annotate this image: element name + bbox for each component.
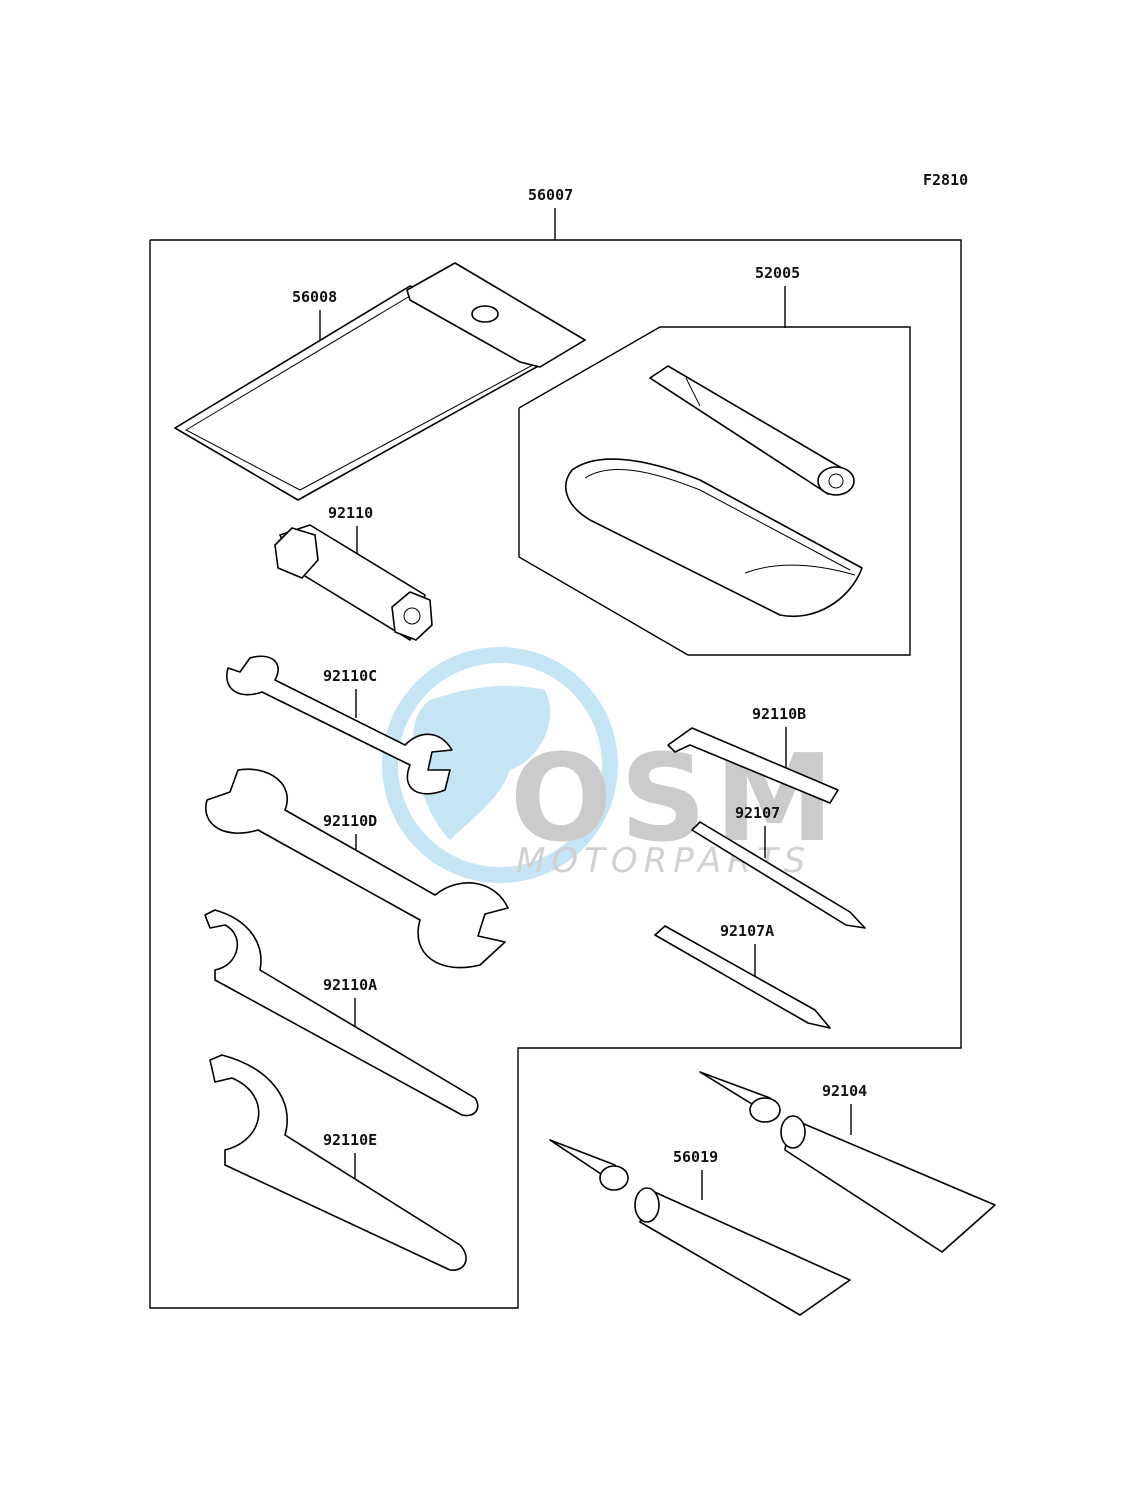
label-92110B: 92110B bbox=[752, 705, 806, 723]
grease-tube-56019 bbox=[549, 1139, 851, 1316]
label-52005: 52005 bbox=[755, 264, 800, 282]
label-92110D: 92110D bbox=[323, 812, 377, 830]
label-56019: 56019 bbox=[673, 1148, 718, 1166]
open-wrench-large bbox=[205, 768, 509, 969]
label-92110: 92110 bbox=[328, 504, 373, 522]
watermark-globe-ring bbox=[382, 647, 618, 883]
open-wrench-small bbox=[226, 655, 453, 795]
tool-pouch bbox=[174, 262, 586, 501]
label-92110E: 92110E bbox=[323, 1131, 377, 1149]
assembly-number: 56007 bbox=[528, 186, 573, 204]
hex-key bbox=[667, 727, 839, 804]
figure-code: F2810 bbox=[923, 171, 968, 189]
assembly-frame bbox=[149, 239, 962, 1309]
small-bag bbox=[564, 458, 863, 618]
label-56008: 56008 bbox=[292, 288, 337, 306]
label-92107: 92107 bbox=[735, 804, 780, 822]
watermark: OSM MOTORPARTS bbox=[382, 647, 842, 883]
box-52005 bbox=[518, 326, 911, 656]
watermark-brand: OSM bbox=[510, 730, 842, 869]
hook-wrench-e bbox=[209, 1054, 467, 1271]
screwdriver-phillips bbox=[691, 821, 866, 929]
watermark-globe-land bbox=[413, 685, 551, 840]
grease-tube-92104 bbox=[699, 1071, 996, 1253]
label-92107A: 92107A bbox=[720, 922, 774, 940]
label-92110C: 92110C bbox=[323, 667, 377, 685]
screwdriver-flat bbox=[654, 925, 831, 1029]
label-92104: 92104 bbox=[822, 1082, 867, 1100]
socket-wrench bbox=[274, 524, 433, 641]
hook-wrench-a bbox=[204, 909, 479, 1117]
spark-plug-tool bbox=[649, 365, 855, 496]
label-92110A: 92110A bbox=[323, 976, 377, 994]
